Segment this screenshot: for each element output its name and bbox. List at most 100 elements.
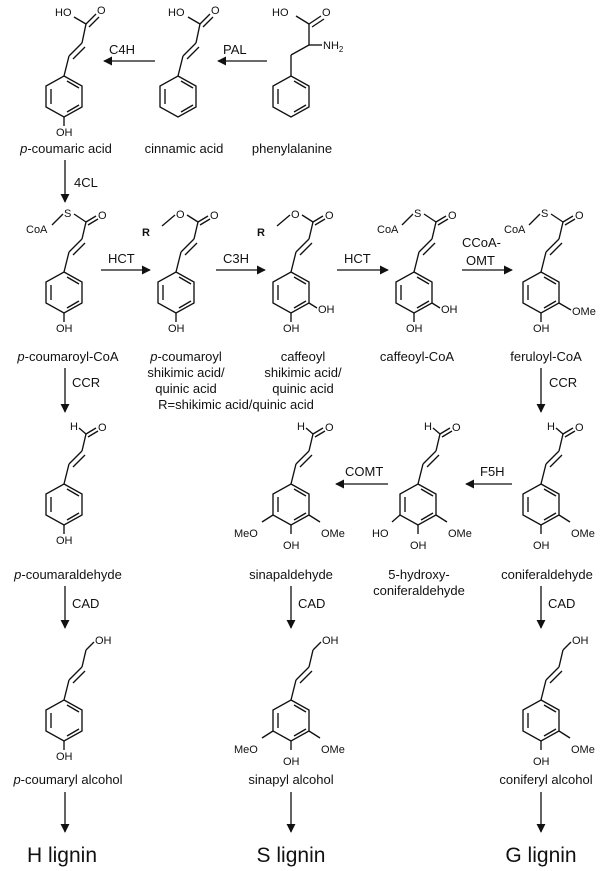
p-coumaroyl-coa-sulfur-label: S <box>64 208 71 220</box>
comt-enzyme-label: COMT <box>345 464 383 479</box>
sinapaldehyde-right-methoxy: OMe <box>321 528 345 540</box>
sinapyl-alcohol-label: sinapyl alcohol <box>248 772 333 787</box>
p-coumaraldehyde-label: p-coumaraldehyde <box>13 567 122 582</box>
p-coumaroyl-shikimic-label-line3: quinic acid <box>155 381 216 396</box>
caffeoyl-coa-coa-label: CoA <box>377 224 399 236</box>
coniferaldehyde-hydroxyl: OH <box>533 540 550 552</box>
phenylalanine-amine-label: NH2 <box>323 40 344 54</box>
p-coumaraldehyde-hydroxyl-label: OH <box>56 535 73 547</box>
p-coumaroyl-shikimic-carbonyl-oxygen: O <box>210 210 219 222</box>
p-coumaric-hydroxyl-label: HO <box>55 7 72 19</box>
cinnamic-acid-label: cinnamic acid <box>145 141 224 156</box>
p-coumaraldehyde-oxygen-label: O <box>98 422 107 434</box>
p-coumaroyl-shikimic-phenol-label: OH <box>168 323 185 335</box>
p-coumaroyl-coa-label: p-coumaroyl-CoA <box>16 349 118 364</box>
sinapaldehyde-structure: H O MeO OMe OH <box>234 421 345 552</box>
ccr-enzyme-label-1: CCR <box>72 375 100 390</box>
coniferaldehyde-label: coniferaldehyde <box>501 567 593 582</box>
r-group-note: R=shikimic acid/quinic acid <box>158 397 314 412</box>
caffeoyl-coa-label: caffeoyl-CoA <box>380 349 455 364</box>
p-coumaric-acid-label: p-coumaric acid <box>19 141 112 156</box>
hydroxyconiferaldehyde-para-hydroxyl: OH <box>410 540 427 552</box>
p-coumaraldehyde-h-label: H <box>70 421 78 433</box>
h-lignin-label: H lignin <box>27 844 97 867</box>
cinnamic-acid-structure: HO O <box>159 5 220 118</box>
p-coumaryl-alcohol-label: p-coumaryl alcohol <box>12 772 122 787</box>
caffeoyl-shikimic-structure: R O O OH OH <box>257 209 335 335</box>
feruloyl-coa-sulfur-label: S <box>541 208 548 220</box>
caffeoyl-coa-structure: CoA S O OH OH <box>377 208 458 335</box>
caffeoyl-shikimic-label-line3: quinic acid <box>272 381 333 396</box>
p-coumaraldehyde-structure: H O OH <box>45 421 107 547</box>
g-lignin-label: G lignin <box>505 844 576 867</box>
ccr-enzyme-label-2: CCR <box>549 375 577 390</box>
caffeoyl-shikimic-r-label: R <box>257 227 265 239</box>
cinnamic-oxygen-label: O <box>211 5 220 17</box>
hydroxyconiferaldehyde-left-hydroxyl: HO <box>372 528 389 540</box>
coniferyl-alcohol-phenol-oh: OH <box>533 756 550 768</box>
c4h-enzyme-label: C4H <box>109 42 135 57</box>
p-coumaroyl-shikimic-structure: R O O OH <box>142 209 219 335</box>
phenylalanine-label: phenylalanine <box>252 141 332 156</box>
ccoaomt-enzyme-label-line1: CCoA- <box>462 235 501 250</box>
caffeoyl-coa-para-hydroxyl: OH <box>406 323 423 335</box>
phenylalanine-hydroxyl-label: HO <box>272 7 289 19</box>
feruloyl-coa-methoxy-label: OMe <box>572 306 596 318</box>
cinnamic-hydroxyl-label: HO <box>168 7 185 19</box>
sinapyl-alcohol-phenol-oh: OH <box>283 756 300 768</box>
p-coumaroyl-shikimic-r-label: R <box>142 227 150 239</box>
hydroxyconiferaldehyde-label-line2: coniferaldehyde <box>373 583 465 598</box>
p-coumaroyl-coa-oxygen-label: O <box>98 210 107 222</box>
p-coumaroyl-shikimic-ester-oxygen: O <box>176 209 185 221</box>
feruloyl-coa-hydroxyl-label: OH <box>533 323 550 335</box>
coniferyl-alcohol-methoxy: OMe <box>571 744 595 756</box>
s-lignin-label: S lignin <box>257 844 326 867</box>
feruloyl-coa-label: feruloyl-CoA <box>510 349 582 364</box>
p-coumaroyl-coa-phenol-label: OH <box>56 323 73 335</box>
feruloyl-coa-structure: CoA S O OMe OH <box>504 208 596 335</box>
sinapyl-alcohol-left-methoxy: MeO <box>234 744 258 756</box>
coniferaldehyde-methoxy: OMe <box>571 528 595 540</box>
cad-enzyme-label-1: CAD <box>72 596 99 611</box>
hct-enzyme-label-2: HCT <box>344 251 371 266</box>
sinapaldehyde-oxygen-label: O <box>325 422 334 434</box>
p-coumaryl-alcohol-phenol-oh: OH <box>56 751 73 763</box>
coniferyl-alcohol-label: coniferyl alcohol <box>499 772 592 787</box>
p-coumaryl-alcohol-structure: OH OH <box>45 635 112 763</box>
feruloyl-coa-coa-label: CoA <box>504 224 526 236</box>
p-coumaroyl-shikimic-label-line2: shikimic acid/ <box>147 365 225 380</box>
caffeoyl-coa-meta-hydroxyl: OH <box>441 304 458 316</box>
coniferyl-alcohol-structure: OH OMe OH <box>522 635 595 768</box>
p-coumaroyl-coa-coa-label: CoA <box>26 224 48 236</box>
feruloyl-coa-oxygen-label: O <box>575 210 584 222</box>
hct-enzyme-label-1: HCT <box>108 251 135 266</box>
coniferaldehyde-oxygen-label: O <box>575 422 584 434</box>
caffeoyl-shikimic-label-line1: caffeoyl <box>281 349 326 364</box>
p-coumaryl-alcohol-primary-oh: OH <box>95 635 112 647</box>
hydroxyconiferaldehyde-methoxy: OMe <box>448 528 472 540</box>
hydroxyconiferaldehyde-structure: H O HO OMe OH <box>372 421 472 552</box>
coniferaldehyde-h-label: H <box>547 421 555 433</box>
caffeoyl-coa-oxygen-label: O <box>448 210 457 222</box>
p-coumaroyl-shikimic-label-line1: p-coumaroyl <box>149 349 222 364</box>
sinapaldehyde-h-label: H <box>297 421 305 433</box>
p-coumaric-acid-structure: HO O OH <box>45 5 106 139</box>
hydroxyconiferaldehyde-label-line1: 5-hydroxy- <box>388 567 449 582</box>
p-coumaric-oxygen-label: O <box>97 5 106 17</box>
caffeoyl-shikimic-carbonyl-oxygen: O <box>325 210 334 222</box>
caffeoyl-coa-sulfur-label: S <box>414 208 421 220</box>
cad-enzyme-label-2: CAD <box>298 596 325 611</box>
ccoaomt-enzyme-label-line2: OMT <box>466 253 495 268</box>
p-coumaroyl-coa-structure: CoA S O OH <box>26 208 107 335</box>
caffeoyl-shikimic-label-line2: shikimic acid/ <box>264 365 342 380</box>
c3h-enzyme-label: C3H <box>223 251 249 266</box>
phenylalanine-structure: HO O NH2 <box>272 7 344 118</box>
sinapyl-alcohol-right-methoxy: OMe <box>321 744 345 756</box>
sinapyl-alcohol-structure: OH MeO OMe OH <box>234 635 345 768</box>
phenylalanine-oxygen-label: O <box>322 7 331 19</box>
hydroxyconiferaldehyde-h-label: H <box>424 421 432 433</box>
sinapaldehyde-hydroxyl-label: OH <box>283 540 300 552</box>
f5h-enzyme-label: F5H <box>480 464 505 479</box>
